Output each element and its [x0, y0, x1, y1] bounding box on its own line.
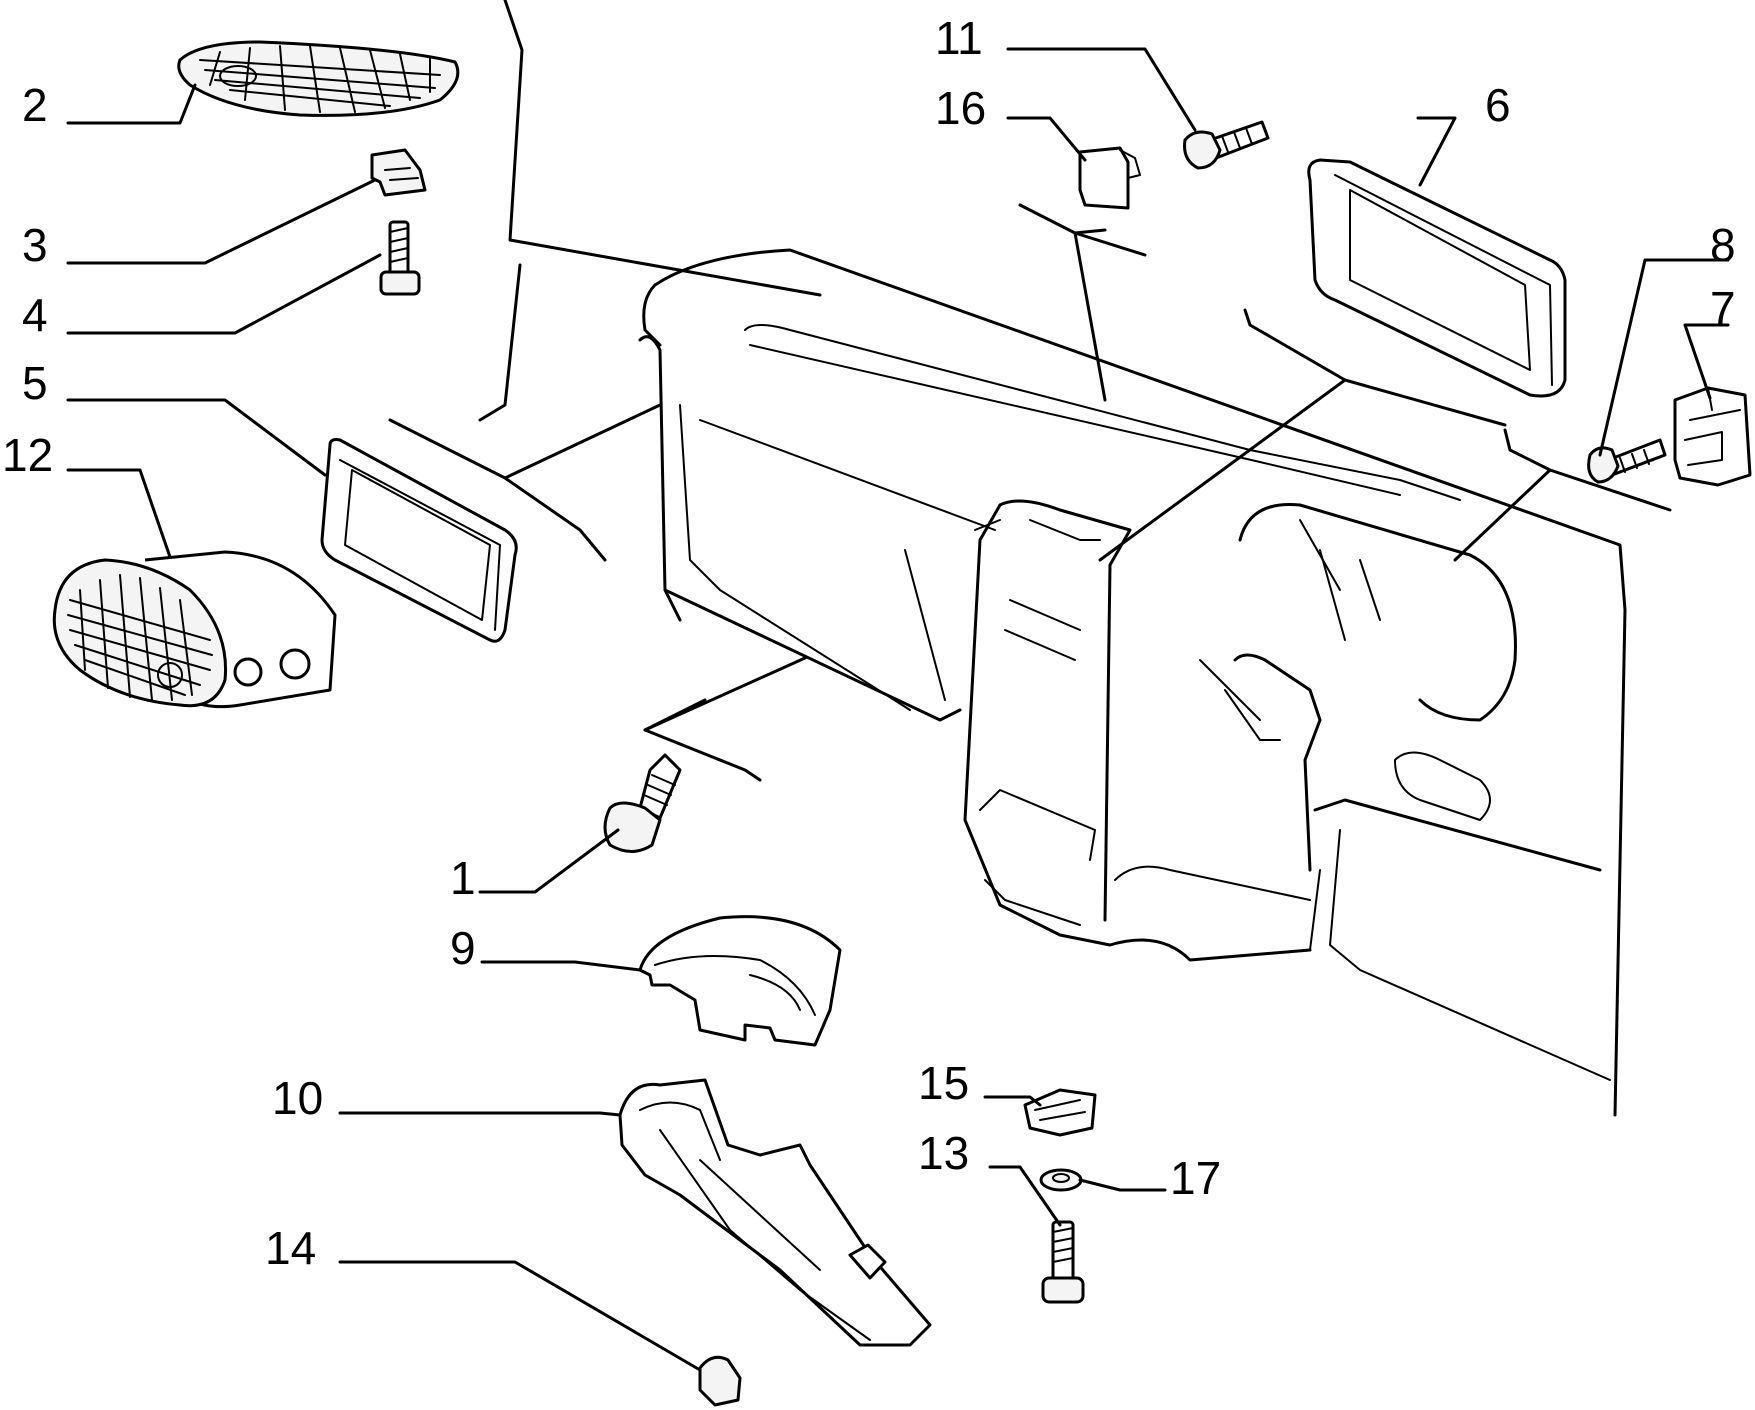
part-5-bezel	[320, 438, 518, 643]
callout-16: 16	[935, 82, 987, 134]
callout-7: 7	[1710, 282, 1736, 334]
callout-11: 11	[935, 12, 983, 64]
callout-4: 4	[22, 289, 48, 341]
part-8-screw	[1587, 438, 1667, 484]
part-2-grille	[177, 40, 460, 117]
callout-17: 17	[1170, 1152, 1222, 1204]
part-16-cap	[1078, 146, 1141, 210]
callout-14: 14	[265, 1222, 317, 1274]
part-4-screw	[379, 220, 421, 296]
part-1-screw	[603, 753, 682, 853]
callout-10: 10	[272, 1072, 324, 1124]
callout-5: 5	[22, 357, 48, 409]
part-14-plug	[698, 1355, 742, 1407]
callout-3: 3	[22, 219, 48, 271]
part-7-bracket	[1673, 386, 1752, 487]
callout-1: 1	[450, 852, 476, 904]
callout-12: 12	[2, 429, 54, 481]
part-9-column-cover-upper	[638, 915, 842, 1047]
callout-15: 15	[918, 1057, 970, 1109]
leader-lines	[66, 0, 1730, 1372]
callout-9: 9	[450, 922, 476, 974]
part-12-air-vent	[52, 550, 337, 709]
part-17-washer	[1039, 1168, 1083, 1192]
callout-13: 13	[918, 1127, 970, 1179]
part-13-screw	[1041, 1220, 1085, 1304]
callout-2: 2	[22, 79, 48, 131]
part-3-clip	[370, 148, 427, 197]
part-11-screw	[1183, 120, 1270, 170]
part-6-bezel	[1307, 158, 1567, 398]
part-15-clip	[1023, 1088, 1097, 1137]
callout-8: 8	[1710, 219, 1736, 271]
part-10-column-cover-lower	[618, 1078, 932, 1347]
dashboard-panel	[638, 248, 1627, 1117]
callout-6: 6	[1485, 79, 1511, 131]
